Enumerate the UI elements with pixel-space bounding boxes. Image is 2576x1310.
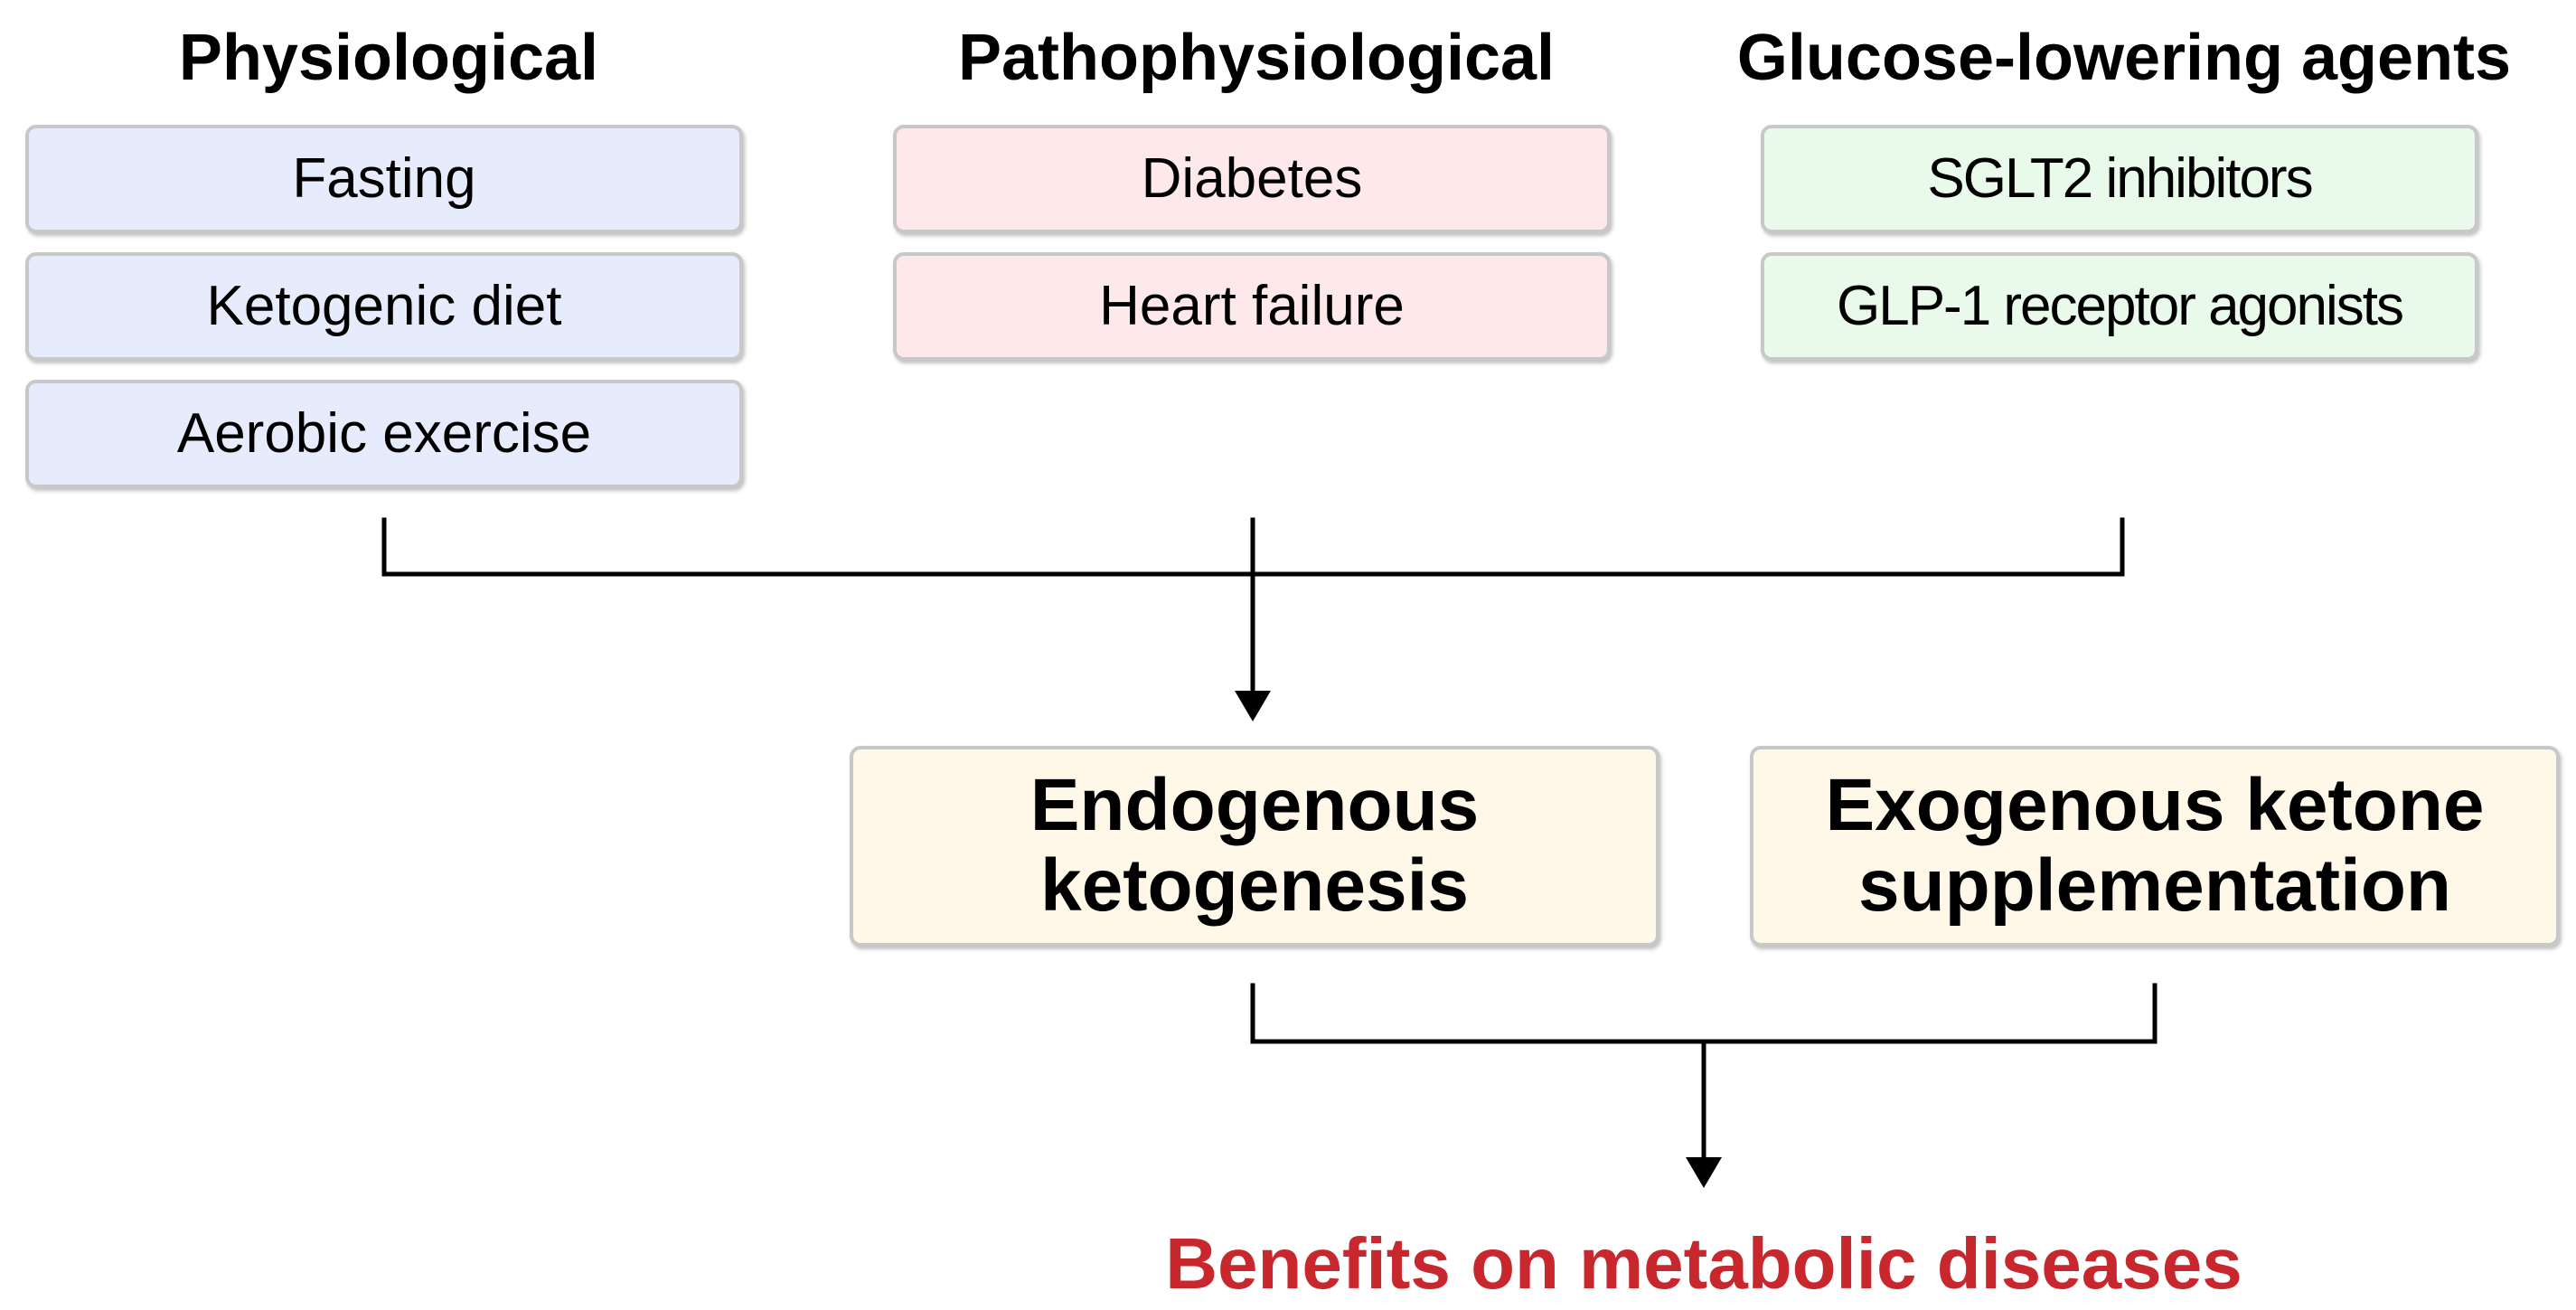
sglt2-inhibitors-box: SGLT2 inhibitors (1761, 125, 2478, 233)
endogenous-line2: ketogenesis (1040, 844, 1469, 927)
endogenous-line1: Endogenous (1029, 764, 1480, 847)
glp1-receptor-agonists-box: GLP-1 receptor agonists (1761, 252, 2478, 361)
endogenous-ketogenesis-box: Endogenous ketogenesis (850, 746, 1659, 947)
pathophysiological-header: Pathophysiological (957, 22, 1556, 94)
fasting-box: Fasting (25, 125, 743, 233)
glp1-receptor-agonists-label: GLP-1 receptor agonists (1836, 275, 2404, 337)
physiological-header: Physiological (178, 22, 599, 94)
heart-failure-label: Heart failure (1099, 275, 1405, 337)
arrow-to-endogenous-icon (1235, 691, 1271, 721)
fasting-label: Fasting (292, 147, 476, 210)
ketogenic-diet-label: Ketogenic diet (206, 275, 562, 337)
aerobic-exercise-label: Aerobic exercise (176, 402, 592, 465)
glucose-lowering-agents-header: Glucose-lowering agents (1736, 22, 2512, 94)
aerobic-exercise-box: Aerobic exercise (25, 380, 743, 488)
exogenous-line2: supplementation (1857, 844, 2452, 927)
exogenous-ketone-supplementation-box: Exogenous ketone supplementation (1750, 746, 2560, 947)
exogenous-line1: Exogenous ketone (1825, 764, 2485, 847)
benefits-on-metabolic-diseases-label: Benefits on metabolic diseases (1165, 1223, 2242, 1304)
arrow-to-benefits-icon (1686, 1157, 1722, 1188)
bottom-bracket-line (1250, 983, 2158, 1044)
sglt2-inhibitors-label: SGLT2 inhibitors (1927, 147, 2313, 210)
heart-failure-box: Heart failure (893, 252, 1611, 361)
diabetes-box: Diabetes (893, 125, 1611, 233)
ketogenic-diet-box: Ketogenic diet (25, 252, 743, 361)
diabetes-label: Diabetes (1141, 147, 1363, 210)
